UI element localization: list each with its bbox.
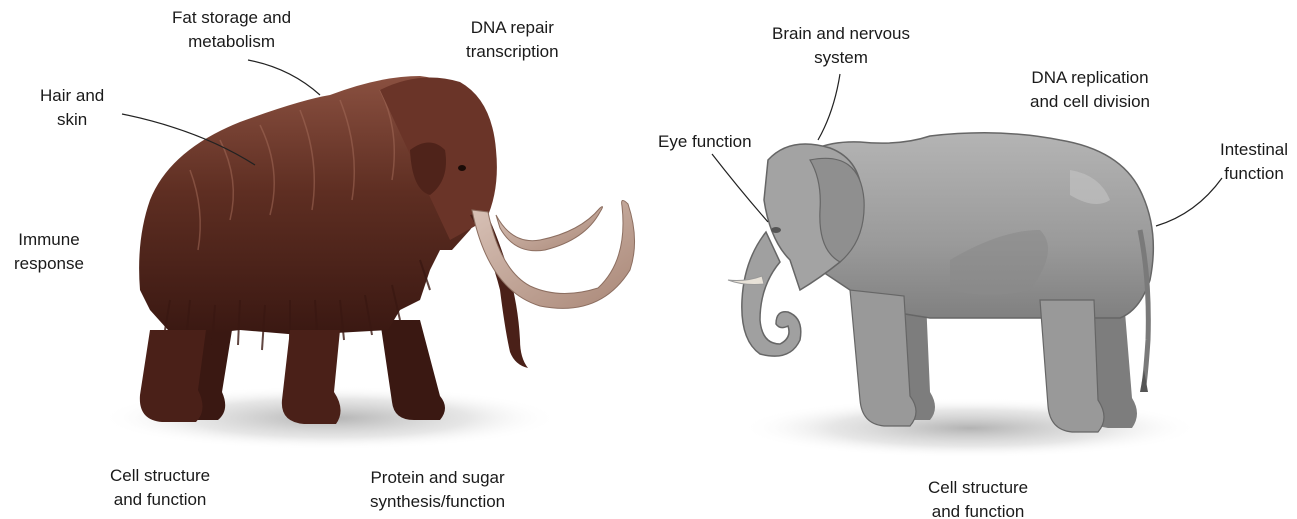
- leader-brain: [818, 74, 840, 140]
- label-line: Cell structure: [110, 464, 210, 488]
- leader-intestinal: [1156, 178, 1222, 226]
- label-line: metabolism: [172, 30, 291, 54]
- label-line: response: [14, 252, 84, 276]
- label-line: and cell division: [1030, 90, 1150, 114]
- label-fat-storage: Fat storage and metabolism: [172, 6, 291, 54]
- leader-fat: [248, 60, 320, 95]
- label-protein-sugar: Protein and sugar synthesis/function: [370, 466, 505, 514]
- label-line: Eye function: [658, 130, 752, 154]
- woolly-mammoth: [139, 76, 634, 424]
- label-line: DNA repair: [466, 16, 559, 40]
- label-mammoth-cell-structure: Cell structure and function: [110, 464, 210, 512]
- label-line: Immune: [14, 228, 84, 252]
- label-hair-skin: Hair and skin: [40, 84, 104, 132]
- label-line: synthesis/function: [370, 490, 505, 514]
- label-line: Intestinal: [1220, 138, 1288, 162]
- leader-eye: [712, 154, 768, 222]
- label-immune-response: Immune response: [14, 228, 84, 276]
- label-line: Hair and: [40, 84, 104, 108]
- asian-elephant: [728, 133, 1153, 432]
- label-brain-nervous: Brain and nervous system: [772, 22, 910, 70]
- label-line: and function: [110, 488, 210, 512]
- label-line: and function: [928, 500, 1028, 519]
- label-line: transcription: [466, 40, 559, 64]
- label-intestinal-function: Intestinal function: [1220, 138, 1288, 186]
- label-line: function: [1220, 162, 1288, 186]
- label-dna-replication: DNA replication and cell division: [1030, 66, 1150, 114]
- label-line: skin: [40, 108, 104, 132]
- label-line: Protein and sugar: [370, 466, 505, 490]
- label-line: Cell structure: [928, 476, 1028, 500]
- label-dna-repair: DNA repair transcription: [466, 16, 559, 64]
- label-elephant-cell-structure: Cell structure and function: [928, 476, 1028, 519]
- label-line: Brain and nervous: [772, 22, 910, 46]
- label-eye-function: Eye function: [658, 130, 752, 154]
- label-line: system: [772, 46, 910, 70]
- label-line: Fat storage and: [172, 6, 291, 30]
- label-line: DNA replication: [1030, 66, 1150, 90]
